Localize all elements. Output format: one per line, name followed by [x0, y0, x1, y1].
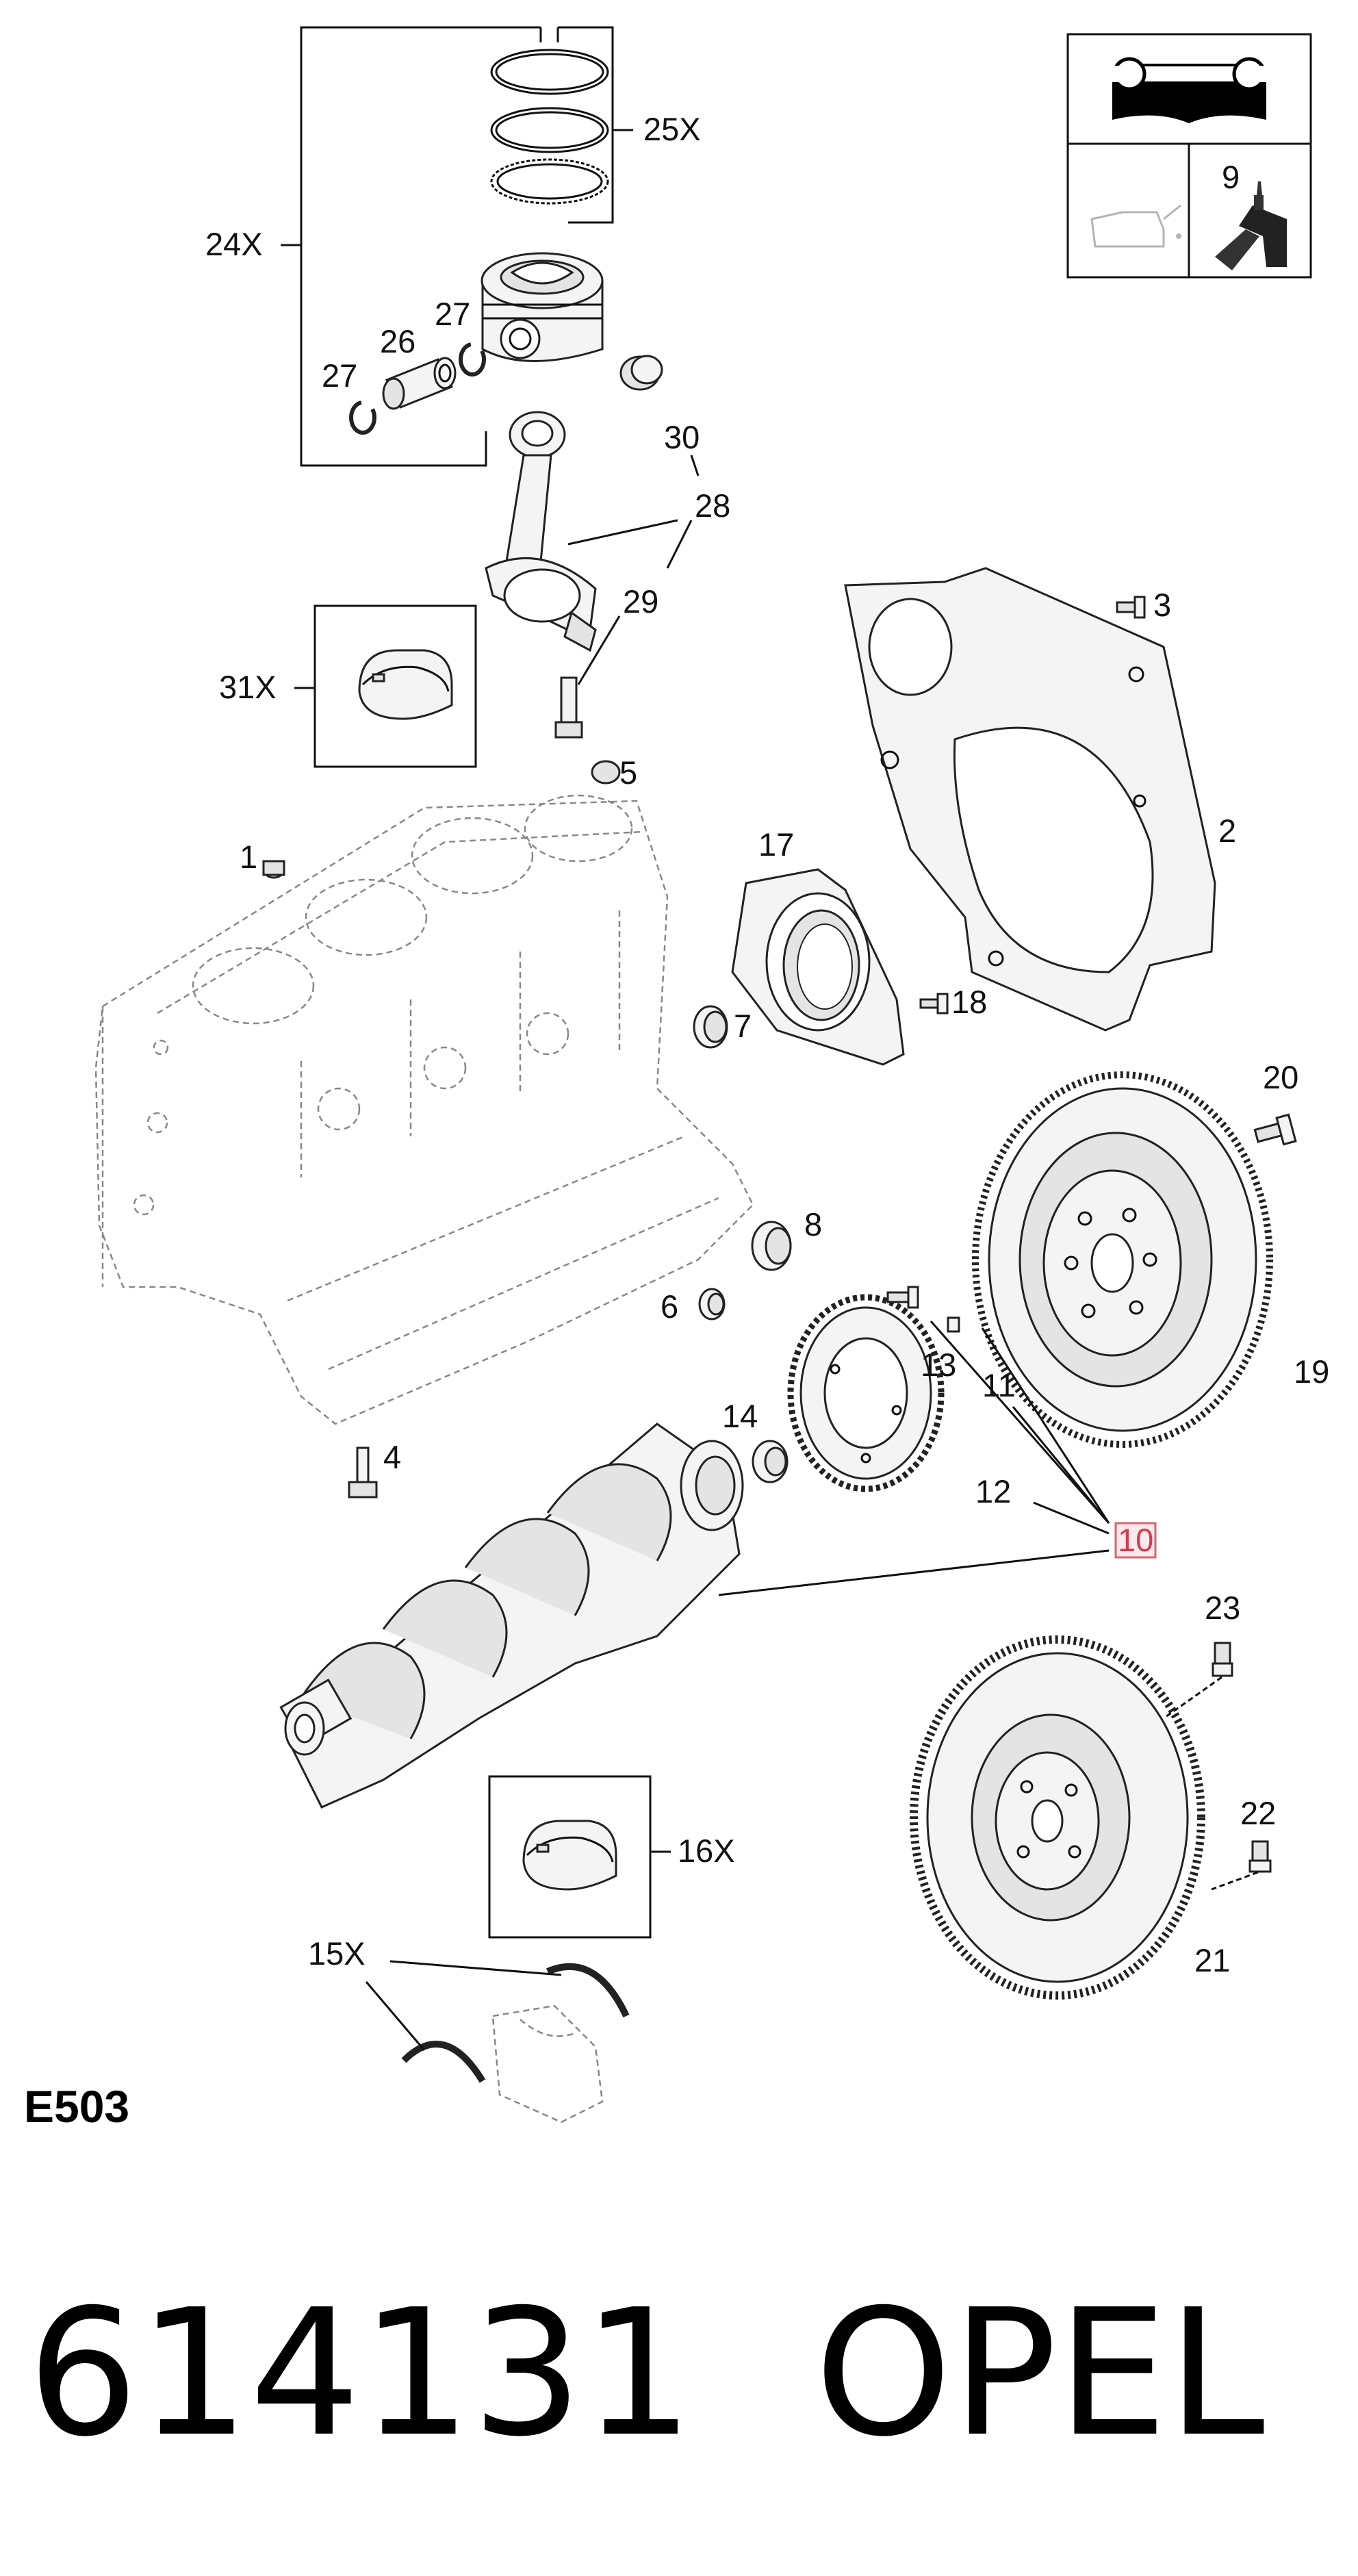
bolt-13 — [886, 1286, 919, 1309]
callout-13: 13 — [921, 1347, 956, 1383]
callout-9: 9 — [1222, 159, 1240, 195]
callout-31x: 31X — [219, 669, 277, 705]
crankshaft — [279, 1423, 744, 1809]
bolt-3 — [1116, 596, 1146, 619]
callout-3: 3 — [1153, 587, 1171, 623]
callout-27a: 27 — [322, 357, 357, 394]
manual-wrench-icon — [1099, 57, 1280, 123]
piston-group: 24X 25X 26 — [205, 26, 701, 467]
callout-7: 7 — [734, 1008, 752, 1044]
thrust-washers — [401, 1963, 630, 2124]
callout-4: 4 — [383, 1439, 401, 1475]
callout-20: 20 — [1263, 1059, 1298, 1095]
bearing-14 — [752, 1440, 789, 1483]
callout-6: 6 — [661, 1288, 678, 1325]
plug-5 — [591, 760, 621, 785]
callout-26: 26 — [380, 323, 415, 359]
callout-17: 17 — [758, 826, 794, 863]
circlip-right — [459, 342, 486, 377]
part-number: 614131 — [27, 2272, 693, 2475]
callout-2: 2 — [1218, 813, 1236, 849]
bolt-22 — [1248, 1840, 1272, 1873]
small-end-bush — [619, 355, 663, 391]
rear-seal-housing — [731, 868, 905, 1066]
callout-16x: 16X — [678, 1833, 735, 1869]
callout-5: 5 — [619, 754, 637, 791]
oil-can-icon — [1090, 204, 1181, 248]
bolt-23 — [1212, 1642, 1233, 1677]
engine-block — [94, 794, 754, 1425]
piston-pin — [382, 357, 457, 410]
callout-12: 12 — [975, 1473, 1011, 1509]
bearing-box-16x — [488, 1775, 652, 1939]
callout-8: 8 — [804, 1206, 822, 1242]
bolt-20 — [1253, 1113, 1297, 1146]
callout-27b: 27 — [435, 296, 470, 332]
adapter-plate — [844, 567, 1216, 1032]
seal-7 — [693, 1005, 728, 1049]
callout-25x: 25X — [643, 111, 701, 147]
dowel-1 — [262, 860, 285, 879]
service-legend: 9 — [1066, 33, 1312, 279]
callout-10-leaders — [718, 1321, 1110, 1596]
pin-11 — [947, 1316, 960, 1333]
con-rod-bolt — [554, 676, 583, 739]
seal-6 — [698, 1288, 726, 1321]
piston-rings — [490, 49, 609, 205]
callout-19: 19 — [1294, 1353, 1329, 1390]
bolt-4 — [348, 1446, 378, 1499]
brand-name: OPEL — [815, 2272, 1265, 2475]
callout-28: 28 — [695, 487, 730, 524]
callout-10: 10 — [1118, 1522, 1153, 1558]
bolt-18 — [919, 993, 949, 1015]
connecting-rod — [485, 411, 597, 652]
callout-18: 18 — [951, 984, 987, 1020]
bearing-box-31x — [313, 604, 477, 768]
callout-24x: 24X — [205, 226, 263, 262]
flywheel — [910, 1635, 1205, 2000]
callout-22: 22 — [1240, 1795, 1276, 1831]
callout-29: 29 — [623, 583, 658, 620]
reluctor-ring — [787, 1294, 945, 1492]
callout-23: 23 — [1205, 1590, 1240, 1626]
circlip-left — [349, 400, 376, 435]
callout-10-highlight: 10 — [1114, 1522, 1157, 1559]
seal-8 — [751, 1221, 792, 1271]
callout-1: 1 — [240, 839, 257, 875]
callout-30: 30 — [664, 419, 700, 455]
dual-mass-flywheel — [972, 1071, 1273, 1448]
callout-14: 14 — [722, 1398, 758, 1434]
callout-15x: 15X — [308, 1935, 366, 1972]
section-code: E503 — [24, 2081, 129, 2132]
sealant-tube-icon — [1215, 181, 1287, 270]
piston — [481, 252, 604, 362]
callout-21: 21 — [1194, 1942, 1230, 1978]
